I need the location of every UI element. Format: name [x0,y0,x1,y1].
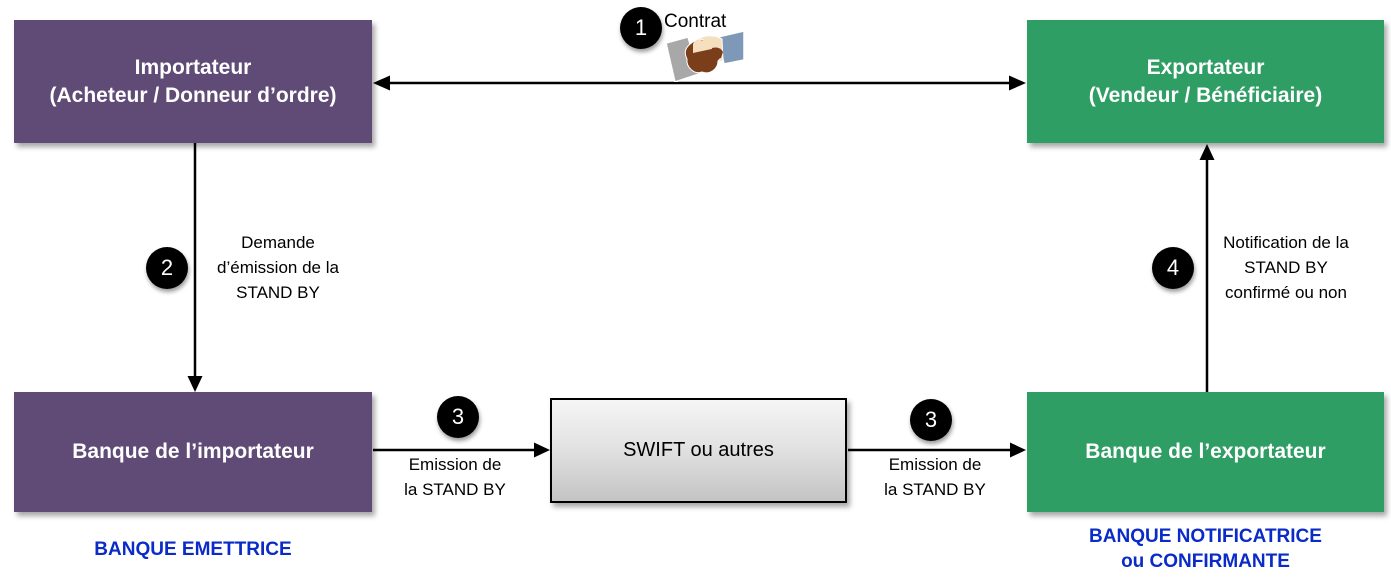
importer-bank-box: Banque de l’importateur [14,392,372,512]
step-2-badge: 2 [146,247,188,289]
step-1-badge: 1 [620,7,662,49]
exporter-bank-box: Banque de l’exportateur [1027,392,1384,512]
exporter-title: Exportateur [1146,55,1265,79]
importer-box: Importateur (Acheteur / Donneur d’ordre) [14,20,372,143]
handshake-icon [665,30,744,82]
step-3-left-badge: 3 [437,396,479,438]
swift-title: SWIFT ou autres [623,439,774,461]
step-2-number: 2 [160,255,174,280]
step-3-right-number: 3 [924,407,938,432]
exporter-subtitle: (Vendeur / Bénéficiaire) [1088,83,1323,107]
exporter-bank-title: Banque de l’exportateur [1085,440,1326,463]
importer-title: Importateur [134,55,252,79]
issue-right-label: Emission de la STAND BY [884,455,986,499]
request-label: Demande d’émission de la STAND BY [217,233,339,302]
advising-bank-caption: BANQUE NOTIFICATRICE ou CONFIRMANTE [1089,526,1322,572]
importer-bank-title: Banque de l’importateur [72,440,314,463]
importer-subtitle: (Acheteur / Donneur d’ordre) [49,83,337,107]
step-3-right-badge: 3 [910,399,952,441]
issuing-bank-caption: BANQUE EMETTRICE [94,539,292,560]
swift-box: SWIFT ou autres [550,398,847,503]
issue-left-label: Emission de la STAND BY [404,455,506,499]
step-4-badge: 4 [1152,247,1194,289]
step-3-left-number: 3 [451,404,465,429]
step-4-number: 4 [1166,255,1180,280]
contract-arrow [373,75,1026,91]
contract-label: Contrat [664,11,727,32]
exporter-box: Exportateur (Vendeur / Bénéficiaire) [1027,20,1384,143]
step-1-number: 1 [634,15,648,40]
notify-label: Notification de la STAND BY confirmé ou … [1223,233,1349,302]
